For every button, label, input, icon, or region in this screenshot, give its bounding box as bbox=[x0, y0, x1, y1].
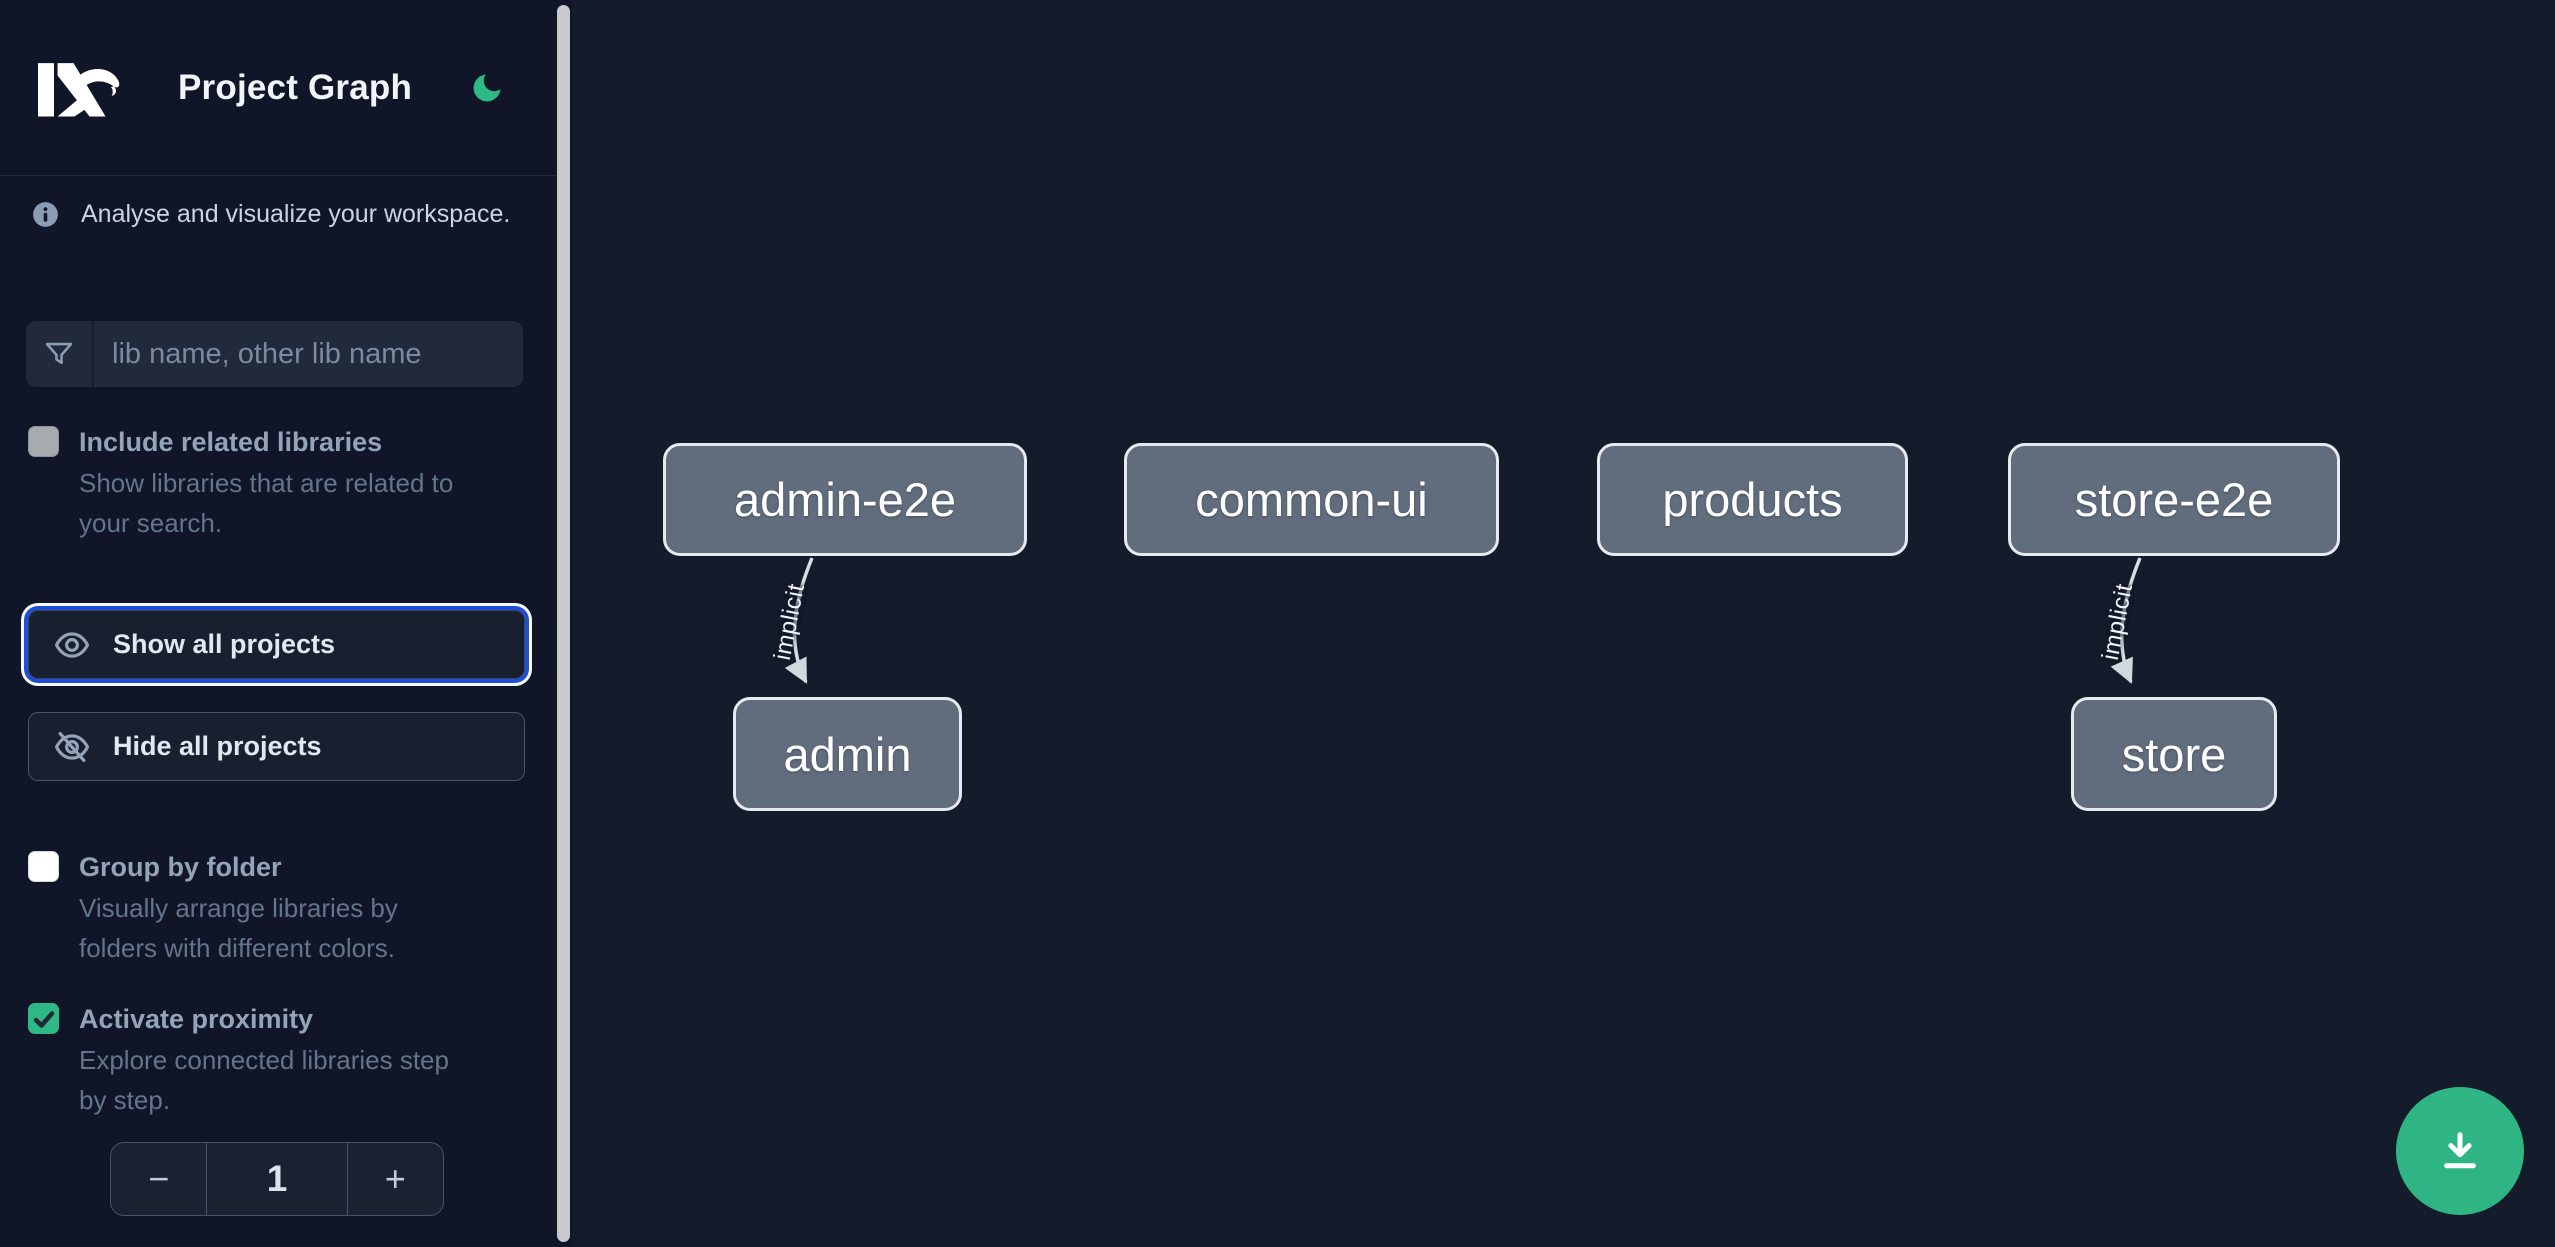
group-by-folder-row: Group by folder Visually arrange librari… bbox=[28, 849, 538, 968]
moon-icon[interactable] bbox=[468, 70, 506, 108]
activate-proximity-label[interactable]: Activate proximity bbox=[79, 1004, 314, 1034]
activate-proximity-checkbox[interactable] bbox=[28, 1003, 59, 1034]
desc-line: Show libraries that are related to bbox=[79, 468, 454, 498]
download-icon bbox=[2444, 1132, 2476, 1169]
include-related-desc: Show libraries that are related to your … bbox=[79, 463, 453, 543]
show-all-projects-button[interactable]: Show all projects bbox=[28, 610, 525, 679]
desc-line: your search. bbox=[79, 508, 223, 538]
desc-line: folders with different colors. bbox=[79, 933, 395, 963]
desc-line: by step. bbox=[79, 1085, 171, 1115]
group-by-folder-checkbox[interactable] bbox=[28, 851, 59, 882]
eye-icon bbox=[54, 631, 90, 658]
include-related-checkbox[interactable] bbox=[28, 426, 59, 457]
node-products[interactable]: products bbox=[1597, 443, 1908, 556]
proximity-stepper: − 1 + bbox=[110, 1142, 444, 1216]
hide-all-projects-label: Hide all projects bbox=[113, 731, 322, 761]
proximity-value: 1 bbox=[206, 1143, 346, 1215]
graph-canvas[interactable]: implicit implicit admin-e2e common-ui pr… bbox=[572, 0, 2555, 1247]
edge-store-e2e-to-store bbox=[2110, 557, 2142, 684]
sidebar-scrollbar[interactable] bbox=[557, 5, 570, 1242]
checkmark-icon bbox=[33, 1011, 55, 1028]
info-text: Analyse and visualize your workspace. bbox=[81, 200, 511, 228]
node-store[interactable]: store bbox=[2071, 697, 2277, 811]
sidebar: Project Graph Analyse and visualize your… bbox=[0, 0, 572, 1247]
info-icon bbox=[33, 202, 58, 227]
dependency-edges bbox=[784, 557, 2142, 684]
download-graph-button[interactable] bbox=[2396, 1087, 2524, 1215]
workspace-info: Analyse and visualize your workspace. bbox=[32, 200, 532, 229]
eye-off-icon bbox=[54, 731, 90, 762]
funnel-icon bbox=[26, 321, 94, 387]
page-title: Project Graph bbox=[178, 68, 413, 107]
nx-logo bbox=[38, 63, 120, 117]
node-admin-e2e[interactable]: admin-e2e bbox=[663, 443, 1027, 556]
sidebar-header: Project Graph bbox=[0, 0, 557, 176]
node-admin[interactable]: admin bbox=[733, 697, 962, 811]
node-store-e2e[interactable]: store-e2e bbox=[2008, 443, 2340, 556]
include-related-label[interactable]: Include related libraries bbox=[79, 427, 383, 457]
activate-proximity-row: Activate proximity Explore connected lib… bbox=[28, 1001, 538, 1120]
include-related-row: Include related libraries Show libraries… bbox=[28, 424, 538, 543]
proximity-decrement-button[interactable]: − bbox=[111, 1143, 206, 1215]
hide-all-projects-button[interactable]: Hide all projects bbox=[28, 712, 525, 781]
group-by-folder-label[interactable]: Group by folder bbox=[79, 852, 282, 882]
search-input[interactable] bbox=[94, 321, 523, 387]
search-box bbox=[26, 321, 523, 387]
desc-line: Explore connected libraries step bbox=[79, 1045, 449, 1075]
show-all-projects-label: Show all projects bbox=[113, 629, 336, 659]
activate-proximity-desc: Explore connected libraries step by step… bbox=[79, 1040, 449, 1120]
node-common-ui[interactable]: common-ui bbox=[1124, 443, 1499, 556]
group-by-folder-desc: Visually arrange libraries by folders wi… bbox=[79, 888, 398, 968]
edge-admin-e2e-to-admin bbox=[784, 557, 814, 684]
proximity-increment-button[interactable]: + bbox=[346, 1143, 443, 1215]
desc-line: Visually arrange libraries by bbox=[79, 893, 398, 923]
